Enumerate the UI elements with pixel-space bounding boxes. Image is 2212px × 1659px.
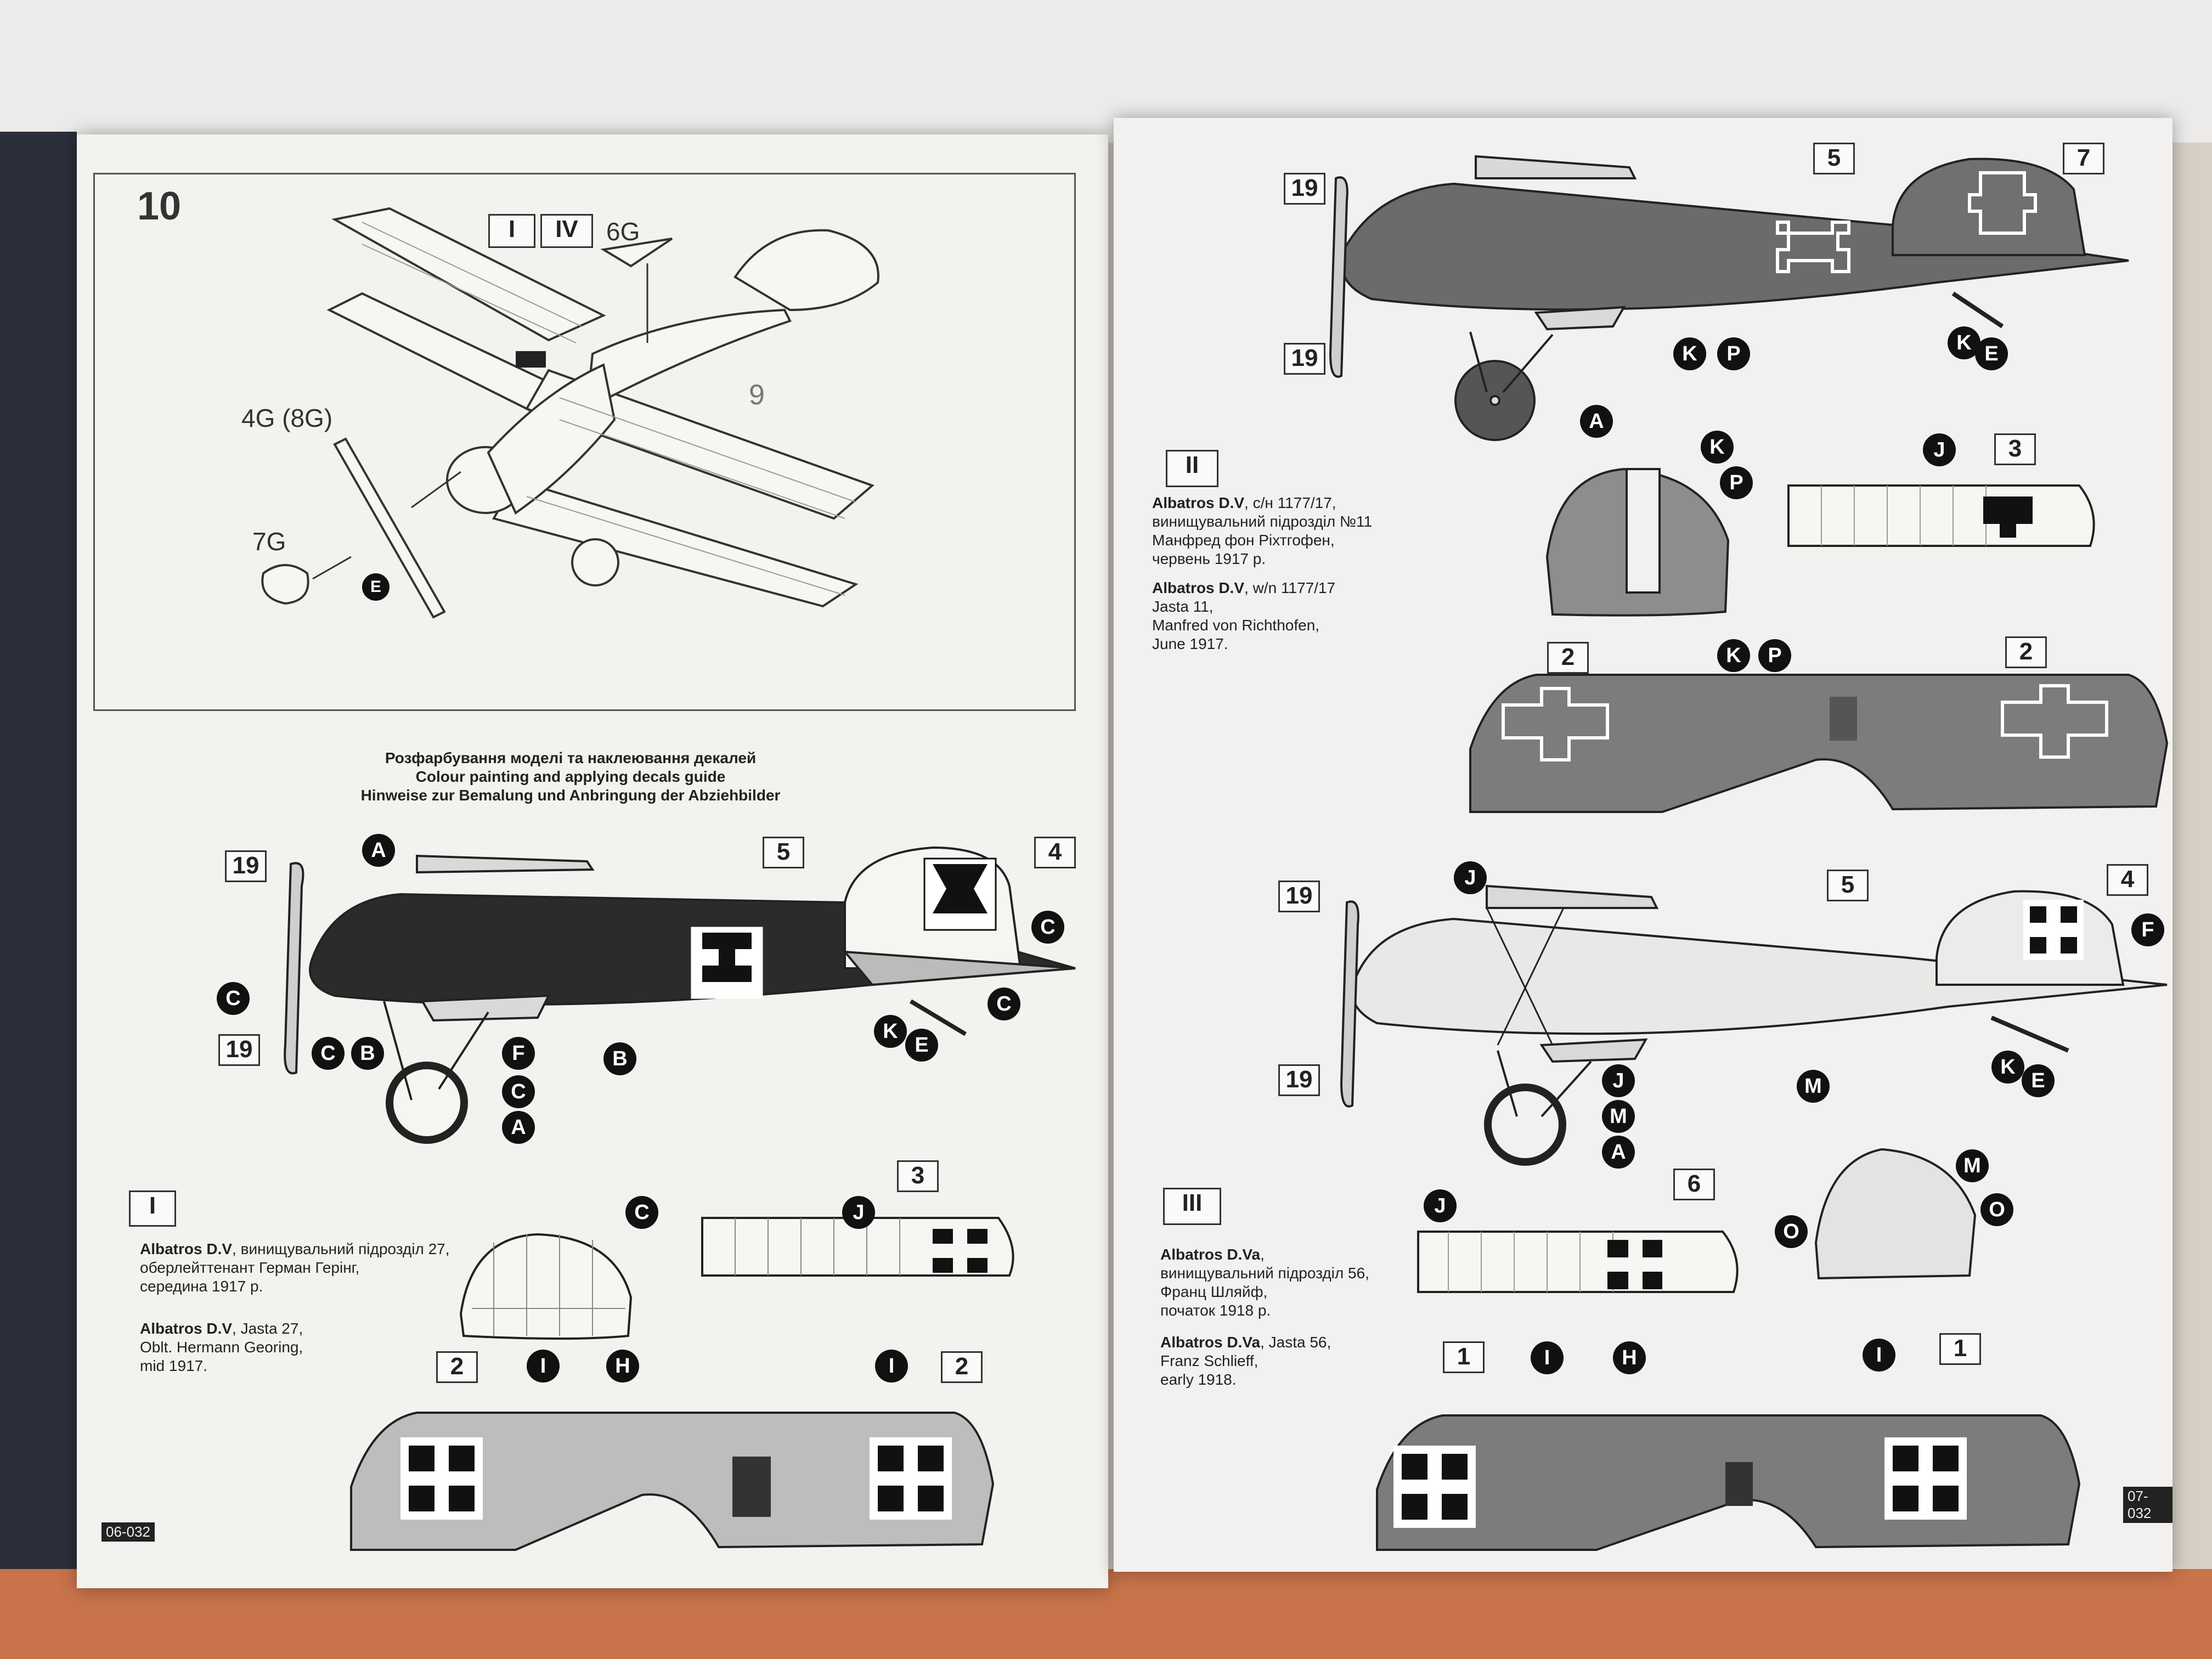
scheme-iii-text-ua: Albatros D.Va, винищувальний підрозділ 5… xyxy=(1160,1246,1369,1319)
key-iii-i-2: I xyxy=(1863,1339,1895,1372)
decal-iii-1a: 1 xyxy=(1443,1341,1485,1373)
page-code-left: 06-032 xyxy=(101,1522,155,1542)
decal-2b: 2 xyxy=(941,1351,983,1383)
scheme-ii-side-view xyxy=(1329,155,2129,441)
part-label-7g: 7G xyxy=(252,527,286,556)
key-iii-m-3: M xyxy=(1956,1149,1989,1182)
decal-ii-19a: 19 xyxy=(1284,173,1325,205)
key-e: E xyxy=(905,1029,938,1062)
left-page: 10 I IV 6G 4G (8G) 7G 9 E xyxy=(77,134,1108,1588)
key-ii-p-3: P xyxy=(1758,639,1791,672)
scheme-ii-plan-views xyxy=(1469,467,2169,813)
part-label-6g: 6G xyxy=(606,217,640,246)
scheme-i-number: I xyxy=(129,1190,176,1227)
key-iii-j-2: J xyxy=(1602,1064,1635,1097)
key-c-2: C xyxy=(312,1037,345,1070)
key-c-5: C xyxy=(988,988,1020,1020)
key-b-2: B xyxy=(603,1042,636,1075)
scheme-iii-text-en: Albatros D.Va, Jasta 56, Franz Schlieff,… xyxy=(1160,1334,1331,1388)
key-c-6: C xyxy=(625,1196,658,1229)
decal-ii-2b: 2 xyxy=(2005,636,2047,668)
assembly-marker-e: E xyxy=(362,573,390,601)
page-code-right: 07-032 xyxy=(2123,1487,2172,1523)
part-label-9: 9 xyxy=(749,379,765,411)
scheme-ii-text-ua: Albatros D.V, с/н 1177/17, винищувальний… xyxy=(1152,494,1373,567)
key-f: F xyxy=(502,1037,535,1070)
decal-iii-5: 5 xyxy=(1827,870,1869,901)
decal-2a: 2 xyxy=(436,1351,478,1383)
part-label-4g: 4G (8G) xyxy=(241,404,333,432)
key-iii-h: H xyxy=(1613,1341,1646,1374)
decal-iii-1b: 1 xyxy=(1939,1333,1981,1365)
decal-19a: 19 xyxy=(225,850,267,882)
key-ii-p-2: P xyxy=(1720,466,1753,499)
decal-5: 5 xyxy=(763,837,804,868)
decal-ii-2a: 2 xyxy=(1547,642,1589,674)
scheme-i-plan-views xyxy=(350,1217,1014,1551)
scheme-i-text-en: Albatros D.V, Jasta 27, Oblt. Hermann Ge… xyxy=(140,1320,303,1374)
guide-title-en: Colour painting and applying decals guid… xyxy=(415,768,726,785)
key-c-3: C xyxy=(502,1075,535,1108)
decal-ii-19b: 19 xyxy=(1284,343,1325,375)
assembly-frame xyxy=(93,173,1076,711)
key-ii-a-1: A xyxy=(1580,405,1613,438)
decal-3: 3 xyxy=(897,1160,939,1192)
key-ii-e-1: E xyxy=(1975,337,2008,370)
key-iii-j-3: J xyxy=(1424,1189,1457,1222)
key-k: K xyxy=(874,1015,907,1048)
assembly-plane-drawing xyxy=(261,207,879,619)
decal-ii-3: 3 xyxy=(1994,433,2036,465)
decal-iii-19b: 19 xyxy=(1278,1064,1320,1096)
decal-ii-5: 5 xyxy=(1813,143,1855,174)
key-iii-o-2: O xyxy=(1980,1193,2013,1226)
key-ii-p-1: P xyxy=(1717,337,1750,370)
key-iii-f: F xyxy=(2131,913,2164,946)
key-iii-j-1: J xyxy=(1454,861,1487,894)
key-i-2: I xyxy=(875,1350,908,1383)
guide-title-de: Hinweise zur Bemalung und Anbringung der… xyxy=(360,787,781,804)
guide-title-ua: Розфарбування моделі та наклеювання дека… xyxy=(385,749,757,766)
key-h: H xyxy=(606,1350,639,1383)
key-a-1: A xyxy=(362,834,395,867)
scheme-iii-side-view xyxy=(1340,884,2168,1166)
decal-ii-7: 7 xyxy=(2063,143,2104,174)
step-number: 10 xyxy=(137,184,182,228)
key-j: J xyxy=(842,1196,875,1229)
key-c-4: C xyxy=(1031,911,1064,944)
decal-iii-4: 4 xyxy=(2107,864,2148,896)
key-ii-k-4: K xyxy=(1717,639,1750,672)
key-iii-e: E xyxy=(2022,1064,2055,1097)
scheme-i-text-ua: Albatros D.V, винищувальний підрозділ 27… xyxy=(140,1240,450,1295)
scheme-iii-plan-views xyxy=(1376,1148,2081,1551)
key-ii-j-1: J xyxy=(1923,433,1956,466)
scheme-ii-text-en: Albatros D.V, w/n 1177/17 Jasta 11, Manf… xyxy=(1152,579,1336,652)
background-dark-cover xyxy=(0,132,77,1591)
key-iii-o-1: O xyxy=(1775,1215,1808,1248)
scheme-i-side-view xyxy=(284,846,1076,1144)
assembly-box-i: I xyxy=(488,214,535,248)
key-iii-m-1: M xyxy=(1797,1070,1830,1103)
key-iii-m-2: M xyxy=(1602,1100,1635,1133)
decal-iii-6: 6 xyxy=(1673,1169,1715,1200)
key-i-1: I xyxy=(527,1350,560,1383)
scheme-ii-number: II xyxy=(1166,450,1218,487)
scheme-iii-number: III xyxy=(1163,1188,1221,1225)
right-page: 19 19 5 7 K P K E A II Albatros D.V, с/н… xyxy=(1114,118,2172,1572)
assembly-box-iv: IV xyxy=(540,214,593,248)
key-ii-k-1: K xyxy=(1673,337,1706,370)
decal-4: 4 xyxy=(1034,837,1076,868)
key-iii-a: A xyxy=(1602,1136,1635,1169)
decal-19b: 19 xyxy=(218,1034,260,1066)
key-c-1: C xyxy=(217,982,250,1015)
key-iii-i-1: I xyxy=(1531,1341,1564,1374)
key-ii-k-3: K xyxy=(1701,431,1734,464)
key-b-1: B xyxy=(351,1037,384,1070)
key-iii-k: K xyxy=(1991,1051,2024,1084)
key-a-2: A xyxy=(502,1111,535,1144)
decal-iii-19a: 19 xyxy=(1278,881,1320,912)
